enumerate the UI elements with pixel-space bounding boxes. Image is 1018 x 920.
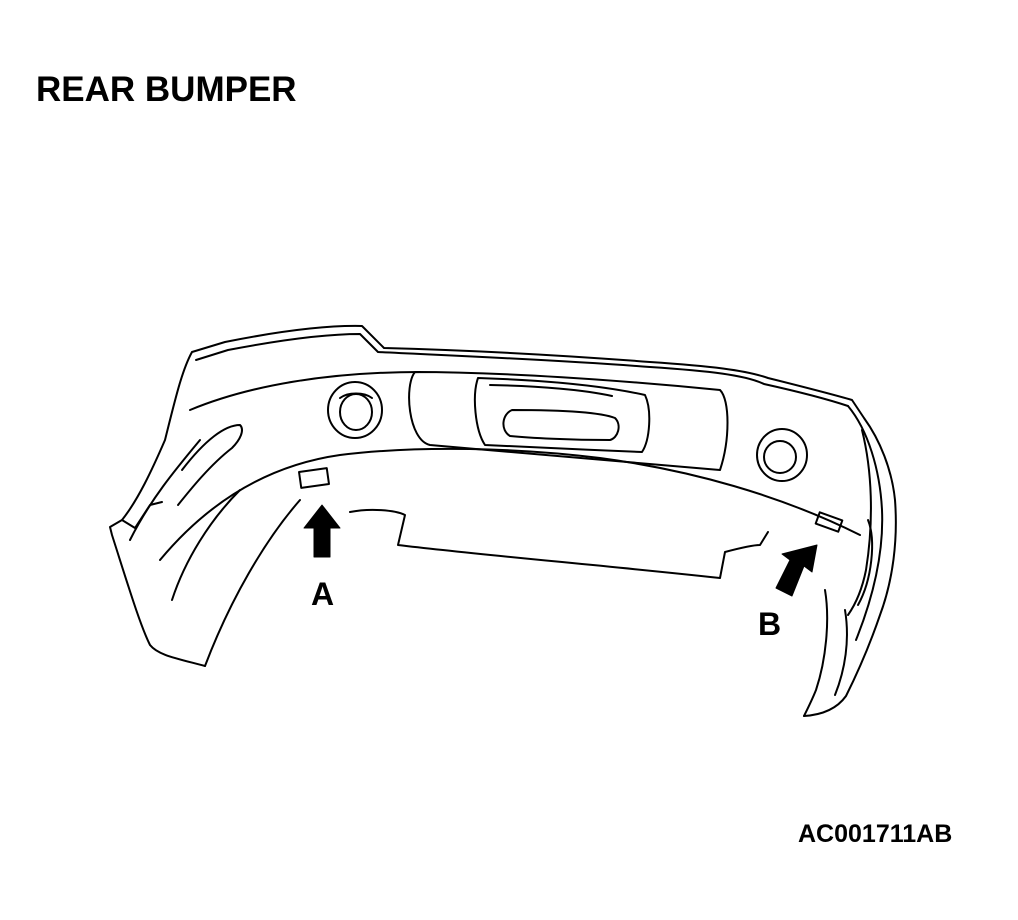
right-side-inner: [848, 430, 871, 615]
reference-code: AC001711AB: [798, 820, 953, 848]
right-lamp-socket-inner: [764, 441, 796, 473]
clip-b-marker: [816, 512, 843, 531]
callout-label-a: A: [311, 576, 335, 612]
license-light-lens: [503, 410, 618, 440]
license-recess-outer: [409, 372, 727, 470]
left-lamp-socket-rim: [340, 394, 372, 399]
under-tray-flange: [350, 510, 768, 578]
left-side-edge: [130, 440, 200, 540]
bumper-upper-face-edge: [190, 372, 420, 410]
left-side-recess: [178, 425, 242, 505]
clip-a-marker: [299, 468, 329, 488]
left-lamp-socket-outer: [328, 382, 382, 438]
arrow-a: [304, 505, 340, 557]
bumper-outline: [110, 326, 896, 716]
license-light-housing: [475, 378, 649, 452]
left-corner-notch: [122, 502, 162, 528]
right-wheel-arch: [804, 590, 827, 716]
left-lamp-socket-inner: [340, 394, 372, 430]
arrow-b: [776, 545, 817, 596]
right-side-recess: [858, 520, 872, 605]
left-side-lower: [172, 490, 240, 600]
license-light-housing-top: [490, 385, 612, 396]
right-wheel-arch-inner: [835, 610, 847, 695]
right-lamp-socket-outer: [757, 429, 807, 481]
right-side-edge: [848, 406, 882, 640]
bumper-lower-lip: [160, 449, 860, 560]
bumper-lower-lip-inner: [205, 500, 300, 666]
diagram-title: REAR BUMPER: [36, 70, 297, 109]
callout-label-b: B: [758, 606, 782, 642]
bumper-top-rim: [196, 334, 848, 406]
